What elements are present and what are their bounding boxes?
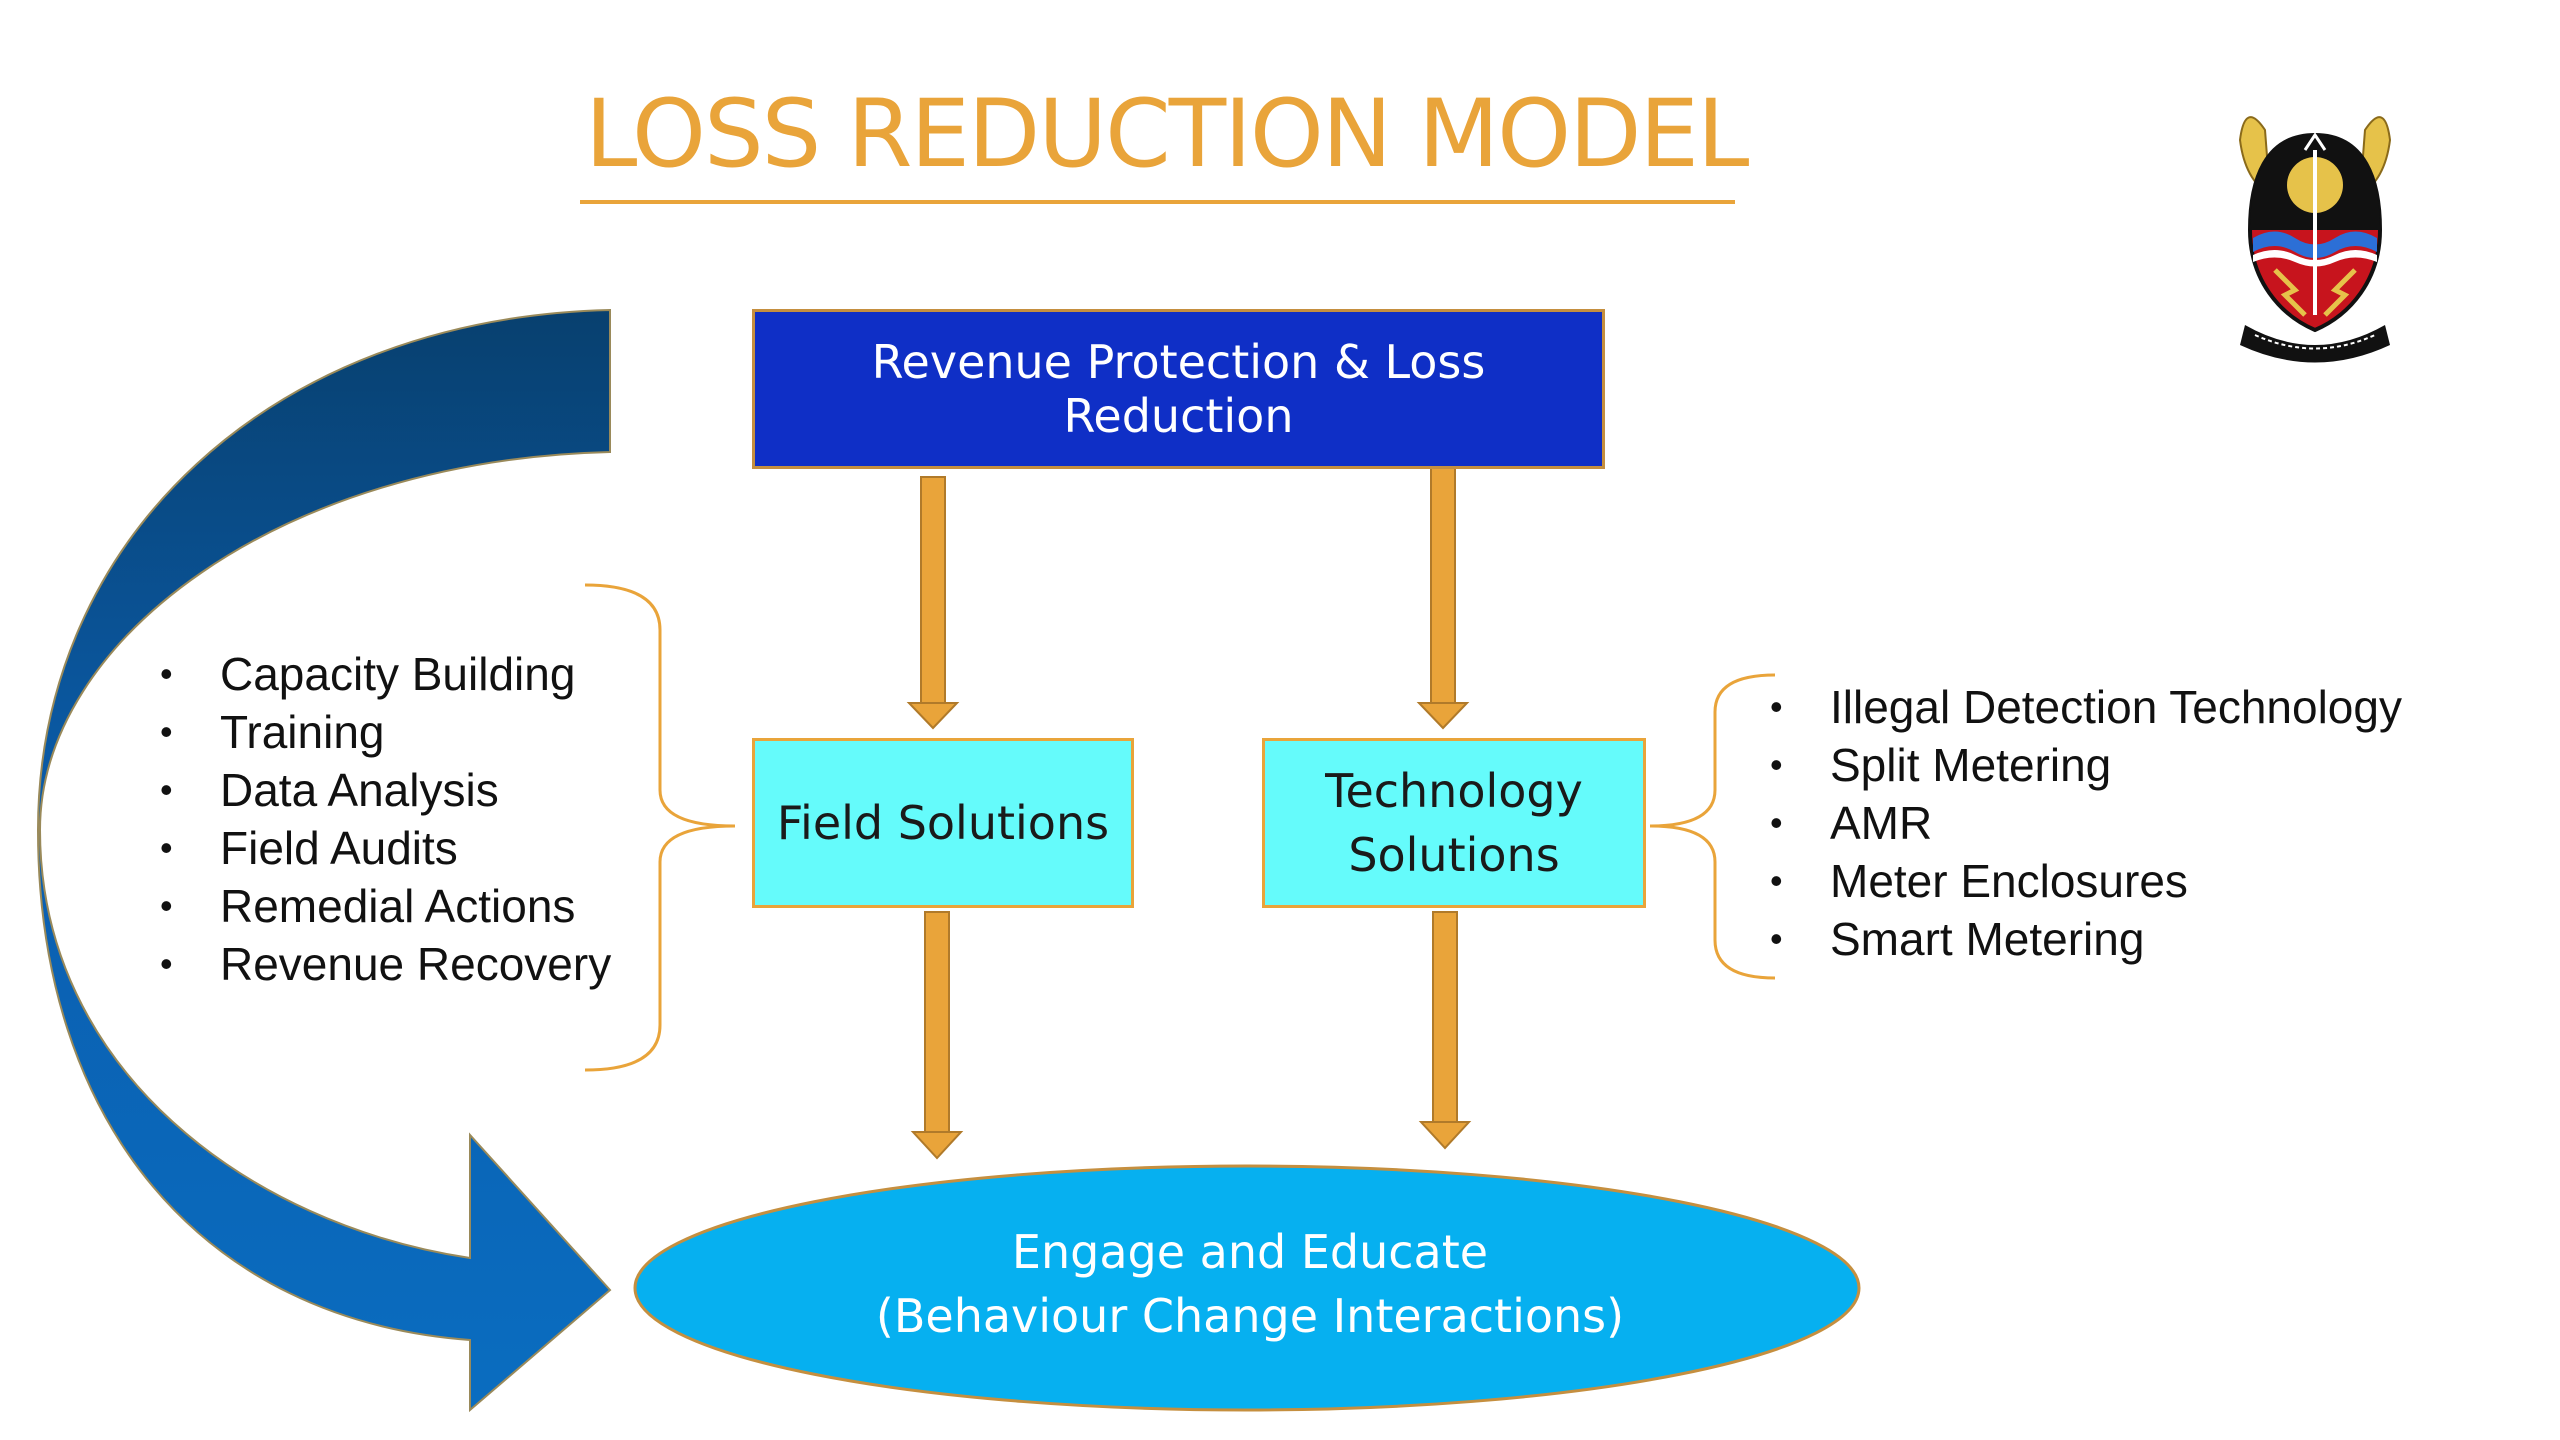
list-item: Capacity Building [160,645,611,703]
list-item: Revenue Recovery [160,935,611,993]
arrow-tech-to-ellipse [1418,911,1472,1150]
arrow-field-to-ellipse [910,911,964,1160]
right-brace [1649,673,1776,980]
feedback-curved-arrow [36,308,612,1413]
engage-educate-text: Engage and Educate (Behaviour Change Int… [640,1220,1860,1349]
list-item: Split Metering [1770,736,2402,794]
coat-of-arms-logo [2238,116,2392,363]
engage-ellipse [633,1164,1861,1412]
arrow-top-to-tech [1416,464,1470,730]
left-brace [584,583,736,1072]
field-solutions-list: Capacity Building Training Data Analysis… [160,645,611,993]
engage-educate-line1: Engage and Educate [1011,1225,1489,1279]
list-item: Remedial Actions [160,877,611,935]
list-item: Smart Metering [1770,910,2402,968]
technology-solutions-label-line1: Technology [1325,763,1583,818]
slide-title: LOSS REDUCTION MODEL [585,80,1749,189]
engage-educate-line2: (Behaviour Change Interactions) [875,1289,1625,1344]
technology-solutions-box: Technology Solutions [1262,738,1646,908]
list-item: Illegal Detection Technology [1770,678,2402,736]
list-item: Field Audits [160,819,611,877]
revenue-protection-box: Revenue Protection & Loss Reduction [752,309,1605,469]
field-solutions-box: Field Solutions [752,738,1134,908]
technology-solutions-list: Illegal Detection Technology Split Meter… [1770,678,2402,968]
list-item: Meter Enclosures [1770,852,2402,910]
title-underline [580,200,1735,204]
technology-solutions-label-line2: Solutions [1348,828,1560,882]
list-item: AMR [1770,794,2402,852]
arrow-top-to-field [906,476,960,730]
list-item: Data Analysis [160,761,611,819]
field-solutions-label: Field Solutions [776,796,1110,850]
revenue-protection-label: Revenue Protection & Loss Reduction [871,335,1486,443]
list-item: Training [160,703,611,761]
